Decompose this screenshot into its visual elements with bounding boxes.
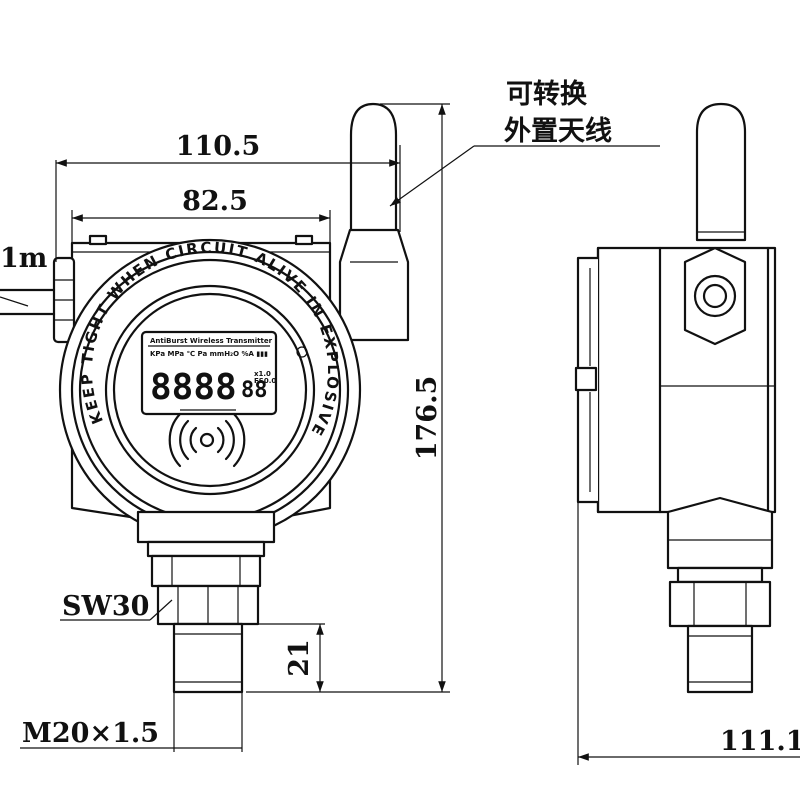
cable-gland bbox=[0, 256, 76, 344]
lcd-main-digits: 8888 bbox=[150, 367, 237, 408]
dim-width-total: 110.5 bbox=[176, 131, 261, 162]
dimension-lines bbox=[20, 103, 800, 765]
wireless-icon bbox=[168, 412, 246, 468]
dim-cable-length: 1m bbox=[0, 243, 47, 274]
lcd-display: AntiBurst Wireless Transmitter KPa MPa ℃… bbox=[140, 330, 308, 416]
svg-text:KPa MPa ℃ Pa mmH₂O %A ▮▮▮: KPa MPa ℃ Pa mmH₂O %A ▮▮▮ bbox=[150, 350, 268, 358]
dim-height-total: 176.5 bbox=[412, 376, 443, 461]
process-connection bbox=[136, 510, 276, 694]
antenna bbox=[338, 102, 410, 342]
svg-text:AntiBurst Wireless Transmitter: AntiBurst Wireless Transmitter bbox=[150, 337, 273, 345]
svg-text:FS0.0: FS0.0 bbox=[254, 377, 276, 385]
dim-wrench-size: SW30 bbox=[62, 591, 149, 622]
callout-line-1: 可转换 bbox=[506, 79, 588, 110]
dim-side-width: 111.1 bbox=[720, 726, 800, 757]
dim-width-housing: 82.5 bbox=[182, 186, 248, 217]
front-cover bbox=[58, 238, 362, 542]
side-view bbox=[574, 102, 777, 694]
front-view: KEEP TIGHT WHEN CIRCUIT ALIVE IN EXPLOSI… bbox=[0, 0, 410, 694]
callout-line-2: 外置天线 bbox=[504, 116, 612, 147]
svg-text:x1.0: x1.0 bbox=[254, 370, 271, 378]
dim-thread-spec: M20×1.5 bbox=[22, 718, 159, 749]
dim-thread-length: 21 bbox=[284, 639, 315, 677]
lcd-small-digits: 88 bbox=[241, 378, 268, 403]
